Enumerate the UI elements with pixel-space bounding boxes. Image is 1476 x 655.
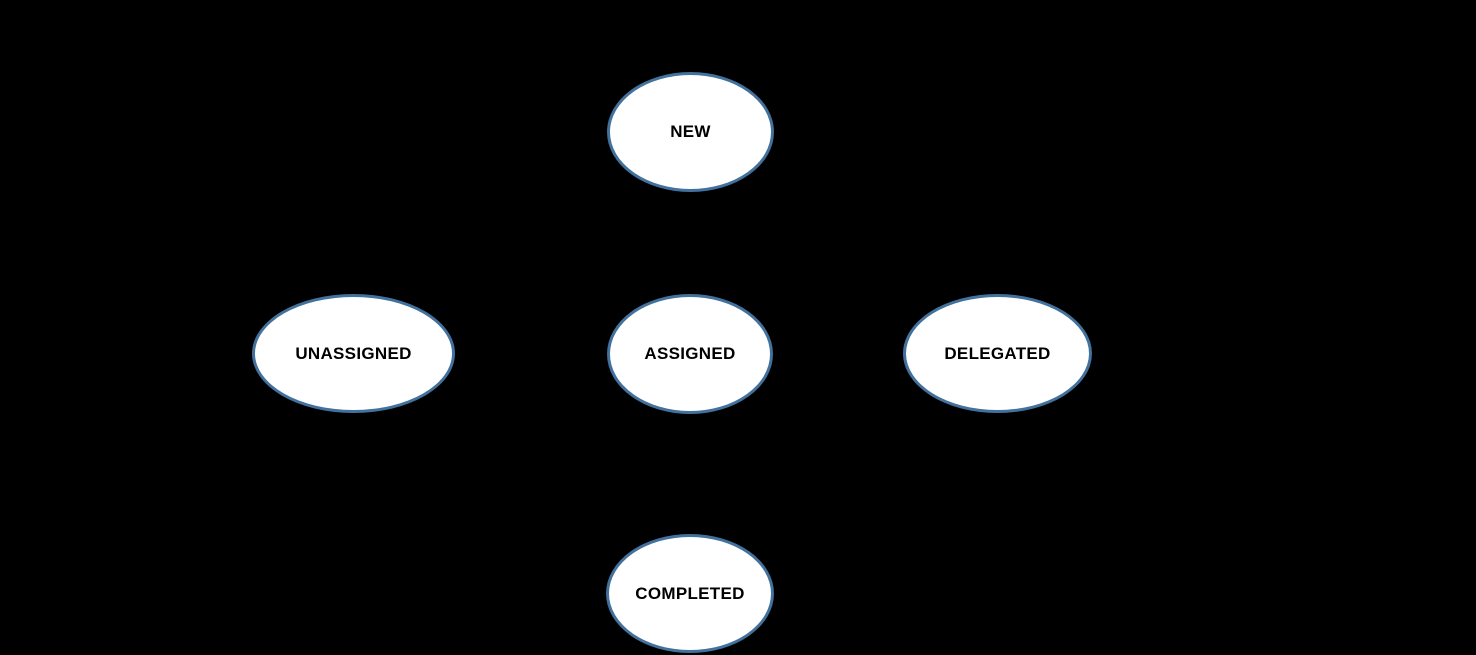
state-node-assigned: ASSIGNED <box>607 294 773 414</box>
state-node-unassigned: UNASSIGNED <box>252 294 455 413</box>
state-node-new: NEW <box>607 72 774 192</box>
state-label-new: NEW <box>670 122 711 141</box>
state-label-assigned: ASSIGNED <box>644 344 736 363</box>
state-node-completed: COMPLETED <box>606 534 774 653</box>
state-label-unassigned: UNASSIGNED <box>295 343 412 363</box>
state-node-delegated: DELEGATED <box>903 294 1092 413</box>
state-label-delegated: DELEGATED <box>944 343 1051 363</box>
state-label-completed: COMPLETED <box>635 583 745 603</box>
